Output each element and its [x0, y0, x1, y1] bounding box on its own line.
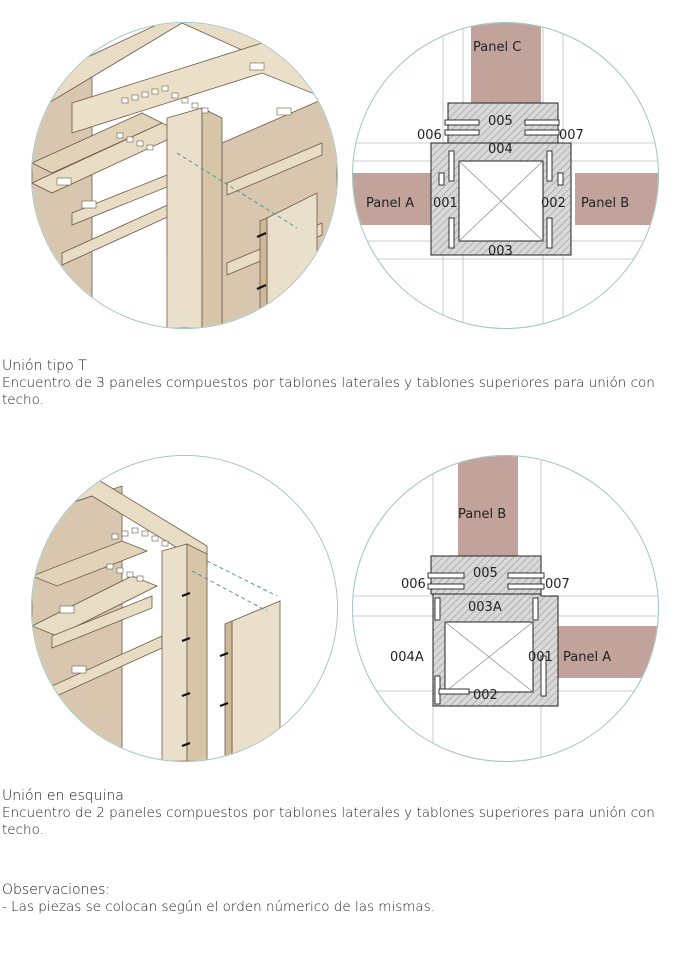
label-002: 002 [473, 688, 498, 703]
label-007: 007 [559, 128, 584, 143]
label-007: 007 [545, 577, 570, 592]
label-003: 003 [488, 244, 513, 259]
panel-b-shape [458, 456, 518, 556]
label-panel-b: Panel B [458, 507, 506, 522]
corner-isometric-view [31, 455, 338, 762]
label-003a: 003A [468, 600, 502, 615]
corner-plan-view: Panel B Panel A 001 002 003A 004A 005 00… [352, 455, 659, 762]
label-006: 006 [417, 128, 442, 143]
corner-title: Unión en esquina [2, 788, 124, 804]
panel-a-shape [353, 173, 435, 225]
label-panel-b: Panel B [581, 196, 629, 211]
t-joint-caption: Unión tipo T Encuentro de 3 paneles comp… [2, 358, 678, 409]
t-joint-title: Unión tipo T [2, 358, 87, 374]
t-joint-isometric-view [31, 22, 338, 329]
corner-caption: Unión en esquina Encuentro de 2 paneles … [2, 788, 678, 839]
label-001: 001 [528, 650, 553, 665]
observations-title: Observaciones: [2, 882, 111, 898]
corner-plan-drawing: Panel B Panel A 001 002 003A 004A 005 00… [353, 456, 658, 761]
panel-b-shape [575, 173, 658, 225]
observations-note: - Las piezas se colocan según el orden n… [2, 899, 435, 915]
label-004: 004 [488, 142, 513, 157]
label-panel-a: Panel A [366, 196, 414, 211]
corner-description: Encuentro de 2 paneles compuestos por ta… [2, 805, 655, 838]
label-004a: 004A [390, 650, 424, 665]
t-joint-description: Encuentro de 3 paneles compuestos por ta… [2, 375, 655, 408]
t-joint-plan-drawing: Panel C Panel A Panel B 001 002 003 004 … [353, 23, 658, 328]
corner-isometric-drawing [32, 456, 337, 761]
observations: Observaciones: - Las piezas se colocan s… [2, 882, 678, 916]
label-006: 006 [401, 577, 426, 592]
label-001: 001 [433, 196, 458, 211]
t-joint-isometric-drawing [32, 23, 337, 328]
label-panel-a: Panel A [563, 650, 611, 665]
label-panel-c: Panel C [473, 40, 521, 55]
label-005: 005 [488, 114, 513, 129]
panel-c-shape [471, 23, 541, 108]
label-002: 002 [541, 196, 566, 211]
t-joint-plan-view: Panel C Panel A Panel B 001 002 003 004 … [352, 22, 659, 329]
label-005: 005 [473, 566, 498, 581]
panel-a-shape [553, 626, 658, 678]
